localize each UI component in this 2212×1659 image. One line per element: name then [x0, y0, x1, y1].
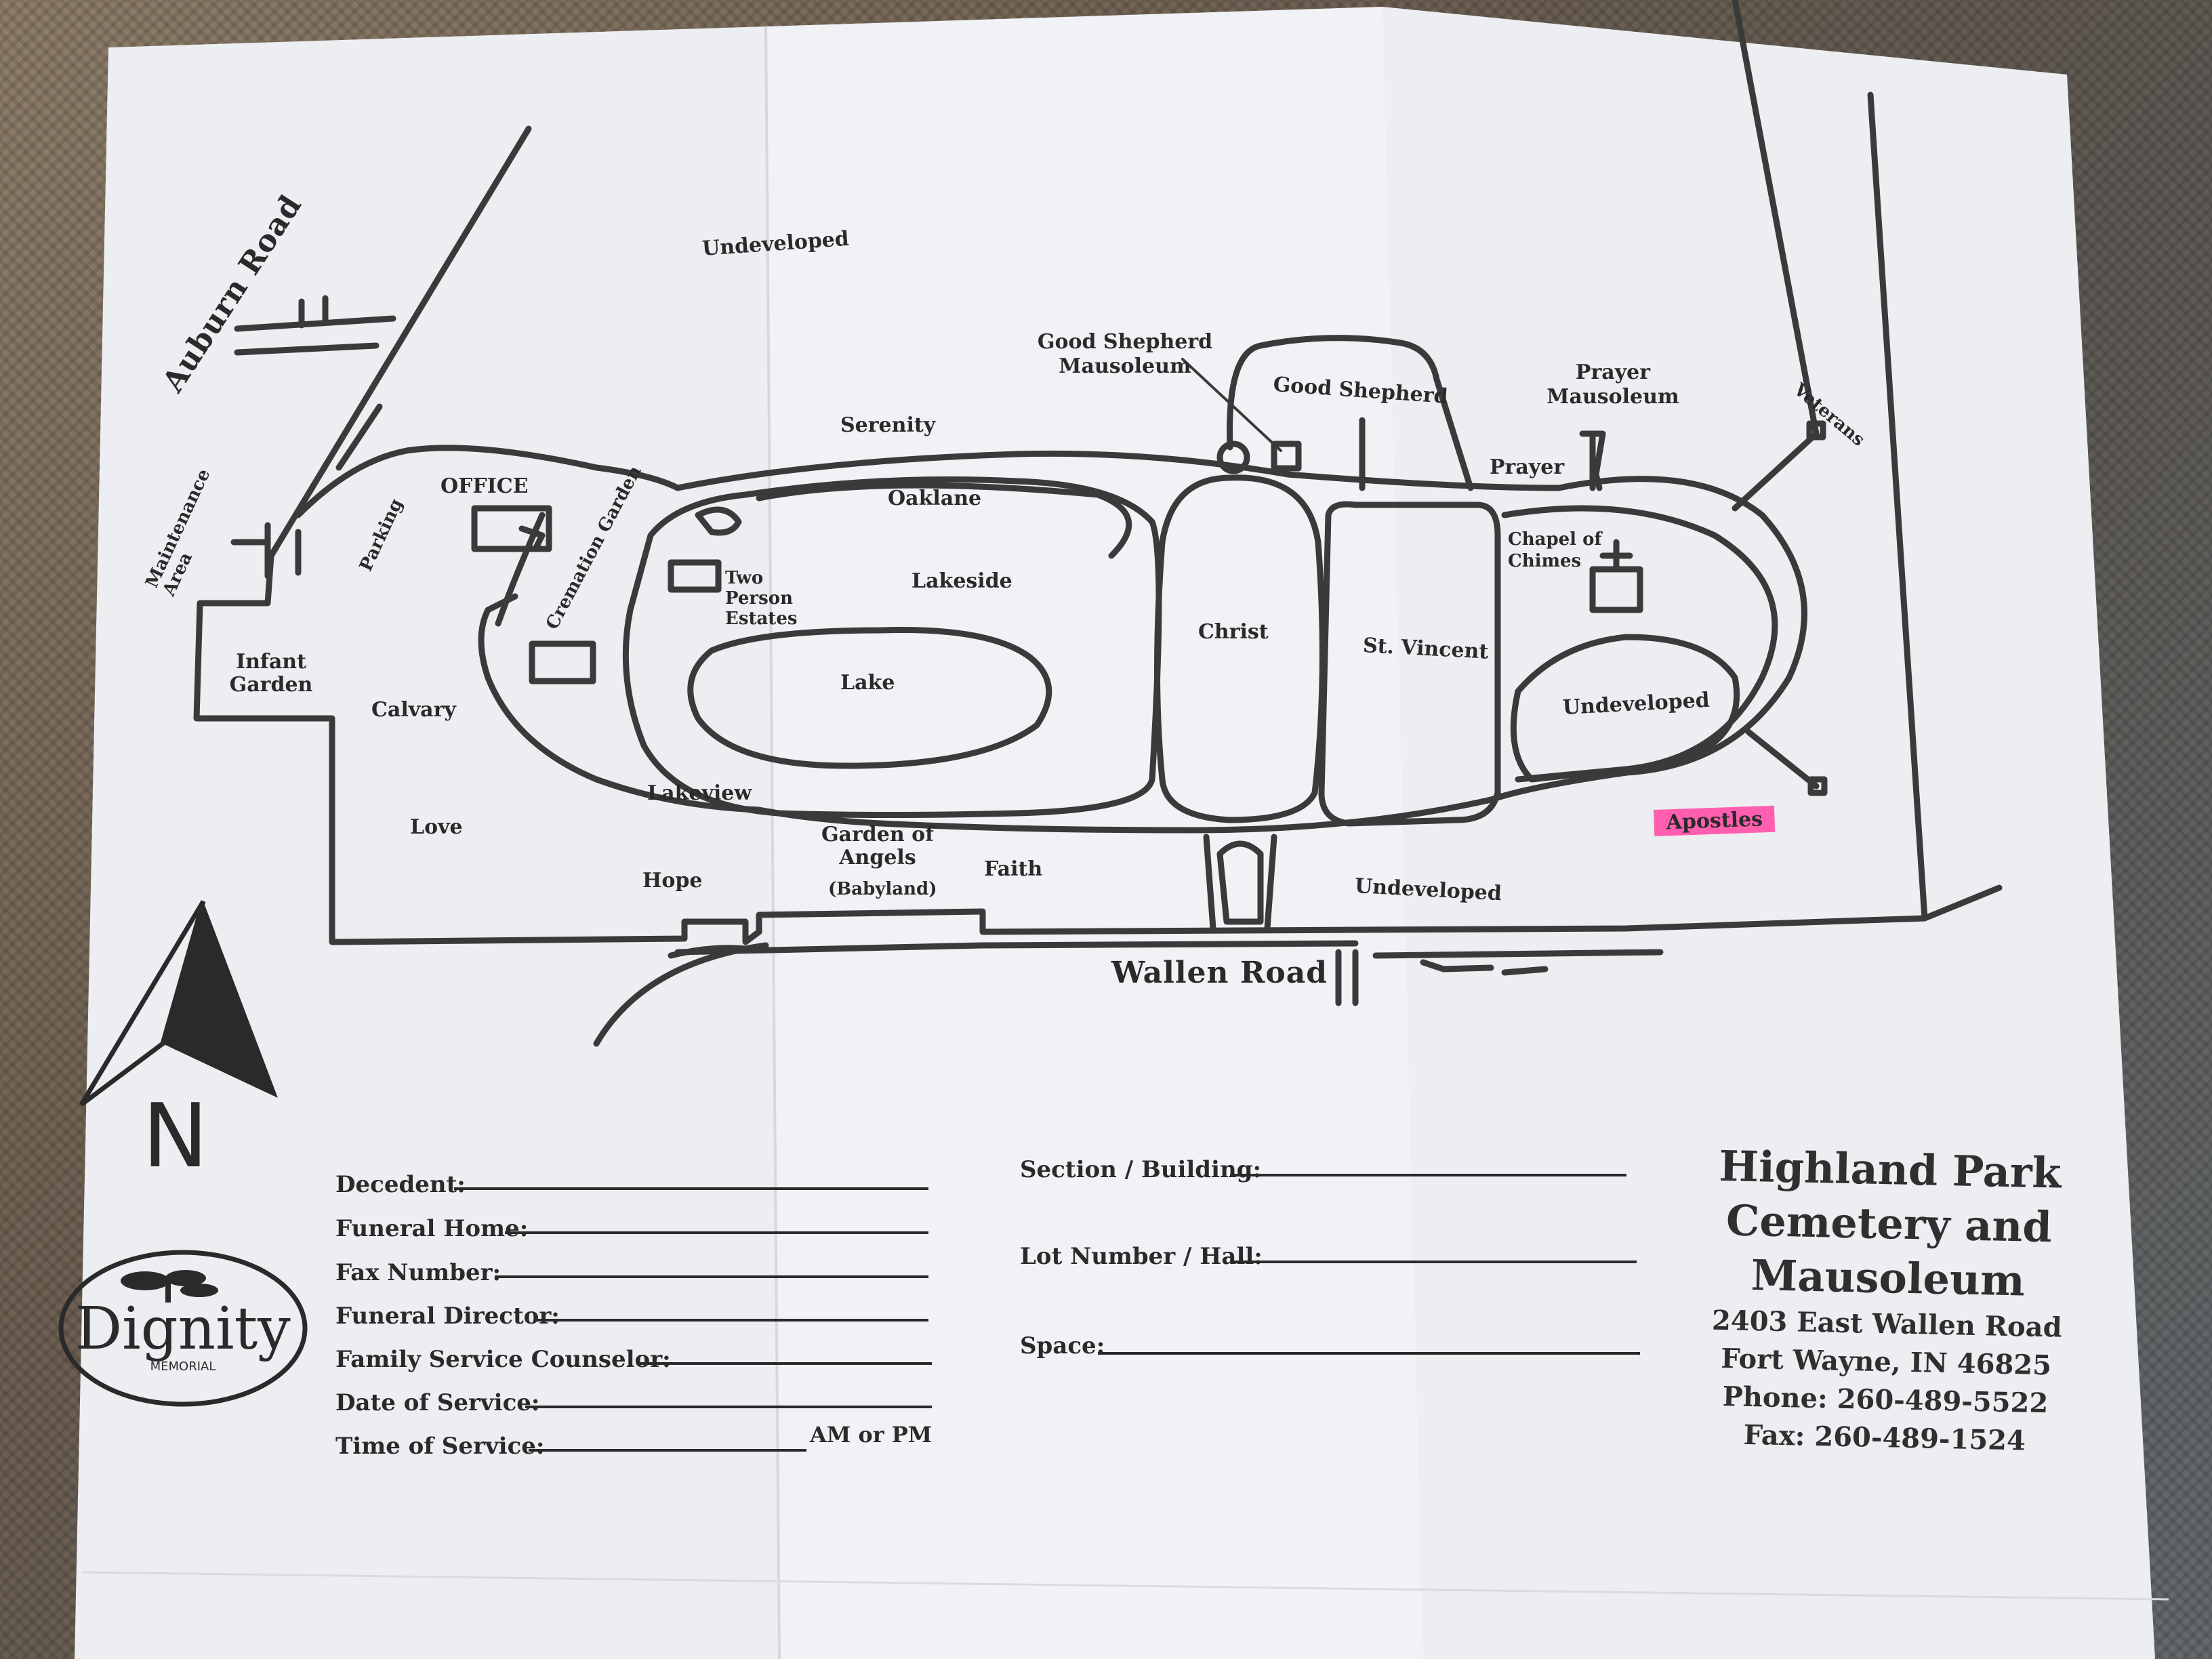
space-line[interactable]: [1098, 1352, 1640, 1355]
lot-line[interactable]: [1233, 1261, 1637, 1263]
time-of-service-label: Time of Service:: [335, 1433, 545, 1460]
area-good-shepherd-mausoleum: Good Shepherd Mausoleum: [1037, 330, 1213, 378]
area-prayer-mausoleum: Prayer Mausoleum: [1547, 361, 1679, 409]
wallen-road-label: Wallen Road: [1111, 956, 1328, 990]
dignity-logo-subtext: MEMORIAL: [150, 1359, 216, 1374]
area-two-person-estates: Two Person Estates: [725, 568, 798, 629]
section-line[interactable]: [1230, 1174, 1626, 1176]
funeral-home-label: Funeral Home:: [335, 1215, 529, 1242]
family-counselor-line[interactable]: [637, 1362, 932, 1365]
fax-number-label: Fax Number:: [335, 1259, 501, 1286]
funeral-director-line[interactable]: [535, 1319, 928, 1322]
dignity-logo-text: Dignity: [75, 1295, 291, 1363]
area-babyland: (Babyland): [828, 879, 937, 899]
funeral-home-line[interactable]: [505, 1231, 928, 1234]
area-hope: Hope: [642, 869, 703, 893]
tree-icon: [121, 1270, 218, 1303]
area-christ: Christ: [1198, 620, 1269, 644]
area-prayer: Prayer: [1490, 455, 1565, 479]
date-of-service-line[interactable]: [525, 1406, 932, 1408]
section-label: Section / Building:: [1020, 1156, 1262, 1183]
cemetery-info-block: Highland Park Cemetery and Mausoleum 240…: [1681, 1139, 2094, 1461]
area-lakeview: Lakeview: [647, 781, 752, 805]
north-arrow-icon: [79, 900, 278, 1107]
lot-label: Lot Number / Hall:: [1020, 1243, 1263, 1270]
decedent-line[interactable]: [454, 1187, 928, 1190]
area-oaklane: Oaklane: [888, 487, 982, 510]
family-counselor-label: Family Service Counselor:: [335, 1346, 671, 1373]
area-garden-of-angels: Garden of Angels: [821, 823, 935, 869]
time-of-service-line[interactable]: [529, 1449, 806, 1452]
am-pm-label: AM or PM: [810, 1422, 933, 1448]
area-love: Love: [410, 815, 463, 839]
area-chapel-of-chimes: Chapel of Chimes: [1508, 529, 1602, 571]
area-apostles-highlighted: Apostles: [1654, 805, 1776, 836]
area-infant-garden: Infant Garden: [229, 650, 313, 697]
decedent-label: Decedent:: [335, 1171, 466, 1198]
area-lake: Lake: [840, 671, 895, 695]
area-serenity: Serenity: [840, 413, 936, 437]
dignity-logo: Dignity MEMORIAL: [58, 1250, 308, 1407]
area-calvary: Calvary: [371, 698, 456, 722]
area-faith: Faith: [984, 857, 1043, 881]
auburn-road-line: [268, 125, 532, 559]
date-of-service-label: Date of Service:: [335, 1389, 540, 1416]
area-office: OFFICE: [441, 474, 529, 498]
cemetery-name-line3: Mausoleum: [1750, 1250, 2026, 1306]
north-label: N: [142, 1084, 209, 1187]
funeral-director-label: Funeral Director:: [335, 1303, 560, 1330]
area-lakeside: Lakeside: [912, 569, 1012, 593]
cemetery-name-line1: Highland Park: [1718, 1141, 2062, 1198]
cemetery-name-line2: Cemetery and: [1725, 1195, 2053, 1252]
fax-number-line[interactable]: [495, 1275, 928, 1278]
space-label: Space:: [1020, 1332, 1105, 1359]
